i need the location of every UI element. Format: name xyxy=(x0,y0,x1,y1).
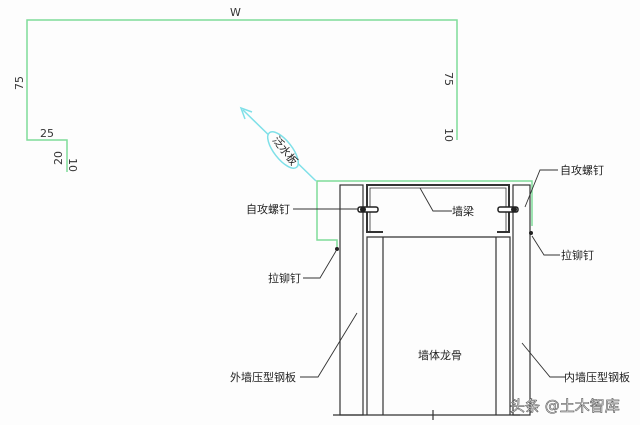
label-wall-beam: 墙梁 xyxy=(452,204,474,218)
dim-right-height: 75 xyxy=(442,72,455,86)
dim-width: W xyxy=(230,6,241,19)
dim-left-step: 25 xyxy=(40,127,54,140)
dim-left-hem: 10 xyxy=(66,158,79,172)
watermark: 头条 @土木智库 xyxy=(510,397,620,415)
label-screw-left: 自攻螺钉 xyxy=(246,202,290,216)
screw-right-icon xyxy=(497,206,519,213)
inner-panel xyxy=(512,184,531,416)
label-wall-stud: 墙体龙骨 xyxy=(418,348,462,362)
label-outer-panel: 外墙压型钢板 xyxy=(230,370,296,384)
rivet-right-icon xyxy=(529,231,533,235)
screw-left-icon xyxy=(357,206,379,213)
dim-left-drop: 20 xyxy=(52,151,65,165)
leader-lines xyxy=(293,169,566,378)
dim-right-hem: 10 xyxy=(442,128,455,142)
label-inner-panel: 内墙压型钢板 xyxy=(564,370,630,384)
wall-structure xyxy=(333,184,531,420)
flashing-leader-arrow xyxy=(239,106,317,182)
label-rivet-left: 拉铆钉 xyxy=(268,271,301,285)
label-screw-right: 自攻螺钉 xyxy=(560,163,604,177)
rivet-left-icon xyxy=(335,247,339,251)
flashing-profile xyxy=(26,19,458,172)
outer-panel xyxy=(339,184,364,416)
dim-left-height: 75 xyxy=(13,76,26,90)
label-rivet-right: 拉铆钉 xyxy=(561,248,594,262)
installed-flashing xyxy=(316,180,533,248)
